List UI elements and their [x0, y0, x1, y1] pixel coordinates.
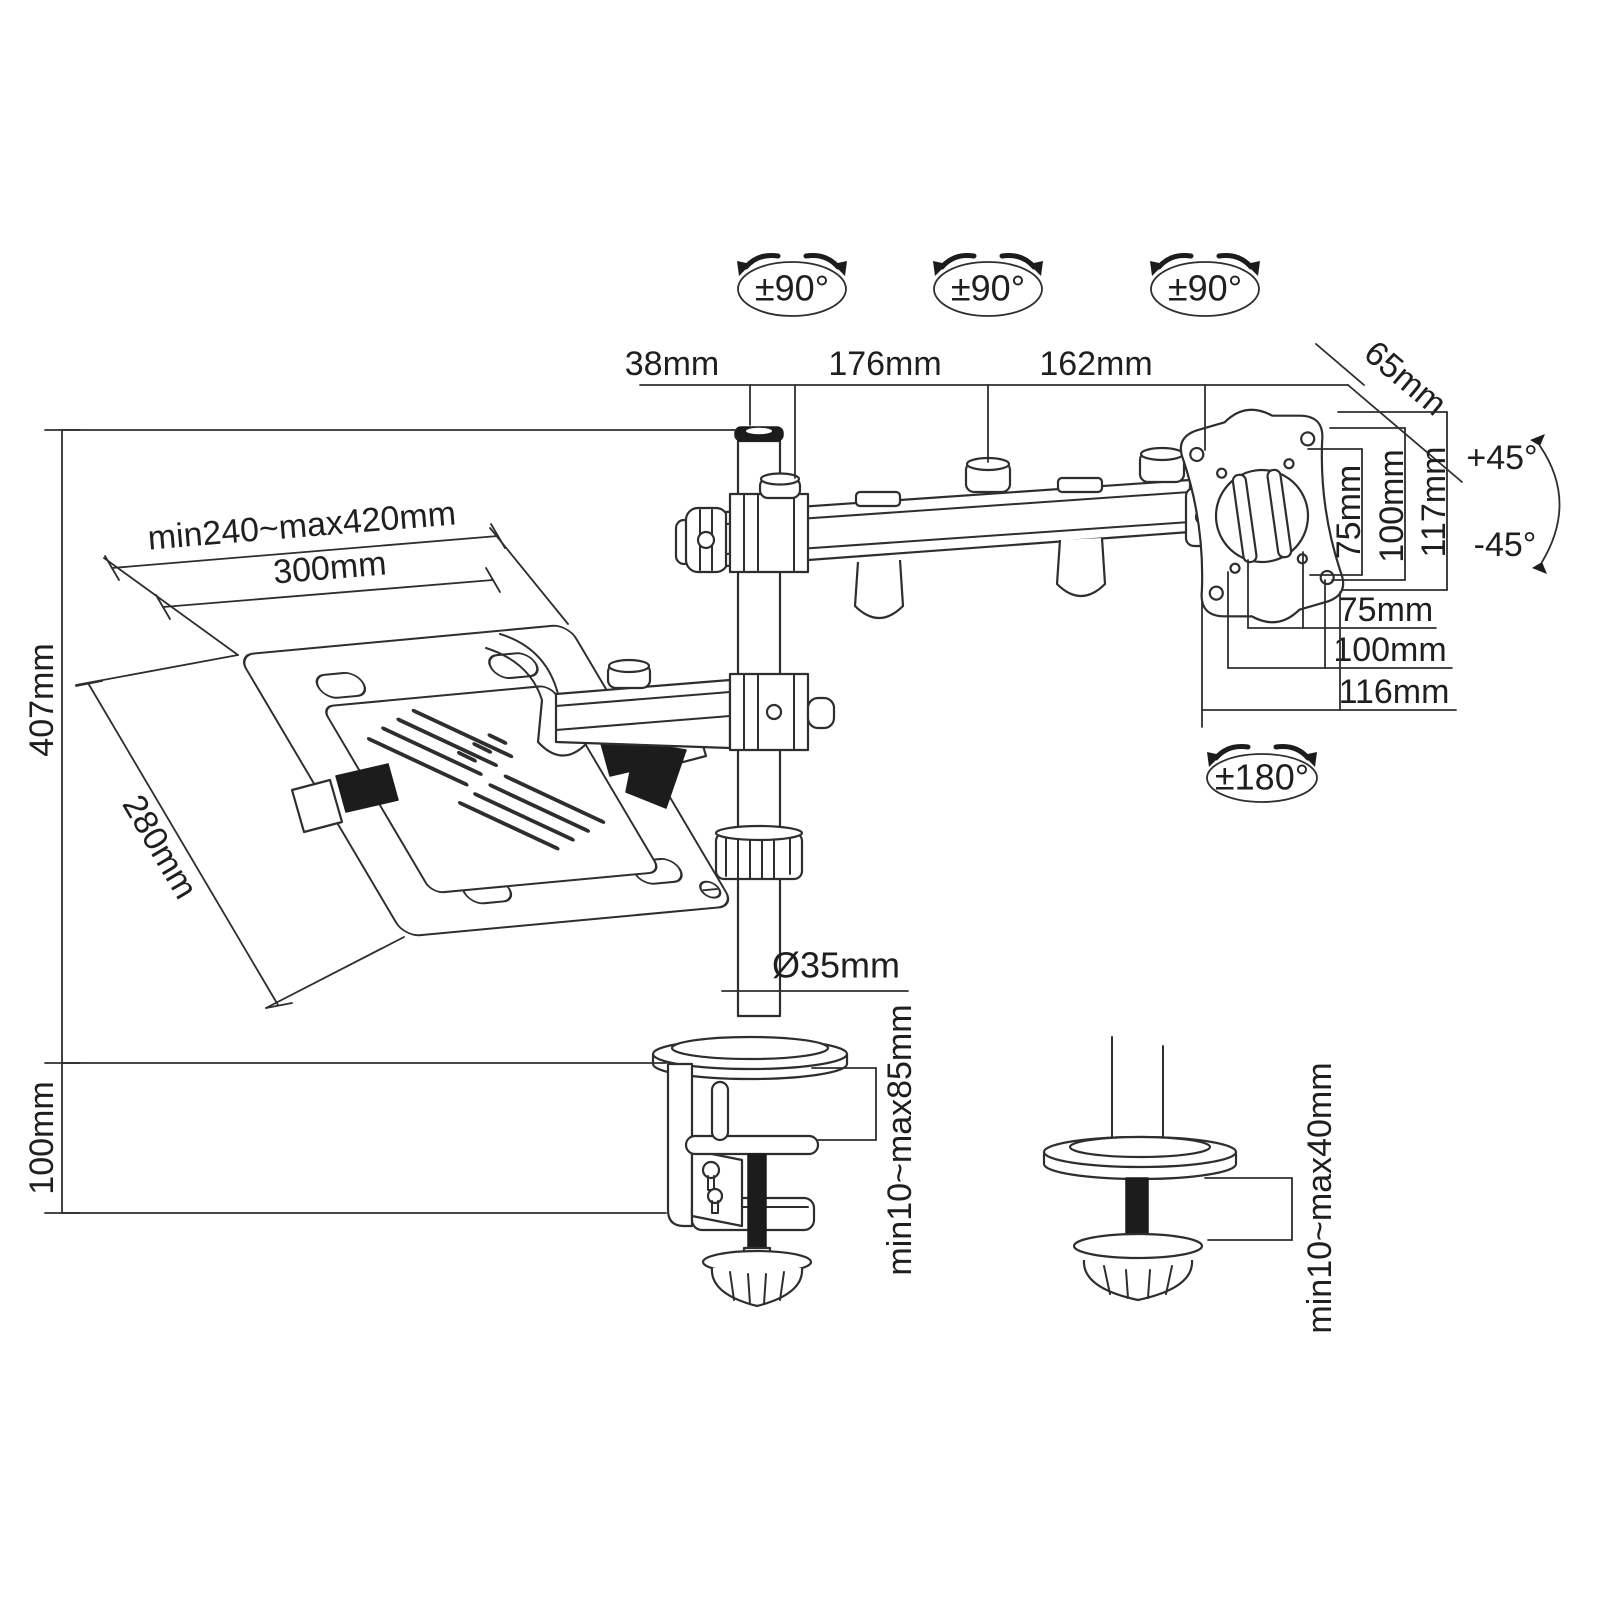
tray-slot-icon: [315, 671, 367, 699]
arm-joint-bolt: [964, 456, 1012, 494]
vesa-slot: [1231, 473, 1258, 564]
clamp-back-plate: [666, 1062, 694, 1228]
clamp-pressure-plate: [684, 1134, 820, 1156]
tray-left-clamp: [290, 763, 399, 834]
dim-vesa-75v: 75mm: [1330, 465, 1368, 559]
vesa-hole: [1208, 585, 1224, 601]
vesa-hole: [1189, 446, 1205, 463]
dim-162mm: 162mm: [1039, 345, 1152, 383]
cable-clip: [853, 490, 905, 620]
dim-300mm: 300mm: [272, 544, 388, 591]
dim-vesa-117v: 117mm: [1415, 447, 1453, 558]
base-disc: [651, 1035, 849, 1081]
grommet-threaded-rod: [1125, 1177, 1149, 1241]
dim-38mm: 38mm: [625, 345, 719, 383]
dim-176mm: 176mm: [828, 345, 941, 383]
elbow-bolt: [1138, 446, 1186, 484]
clamp-threaded-rod: [747, 1153, 767, 1255]
vesa-vertical-dimensions: 75mm 100mm 117mm: [1307, 411, 1453, 591]
grommet-thickness-dimension: min10~max40mm: [1204, 1062, 1339, 1334]
keyhole-slot: [706, 1187, 724, 1205]
dim-65mm: 65mm: [1357, 334, 1454, 424]
elbow-swivel-label: ±90°: [951, 268, 1025, 309]
vesa-swivel-label: ±90°: [1168, 268, 1242, 309]
dim-vesa-100v: 100mm: [1373, 449, 1411, 562]
clamp-hand-knob: [710, 1267, 804, 1308]
vesa-hole: [1319, 569, 1335, 586]
pole-swivel-label: ±90°: [755, 268, 829, 309]
dim-100mm: 100mm: [23, 1081, 61, 1194]
spacer-ring: [714, 824, 804, 881]
tilt-down-label: -45°: [1474, 526, 1537, 564]
dim-clamp-range: min240~max420mm: [146, 494, 457, 557]
tray-vent-slots: [366, 708, 606, 851]
clamp-keyhole-plate: [690, 1148, 744, 1228]
dim-clamp-thickness: min10~max85mm: [881, 1004, 919, 1275]
tilt-annotation: +45° -45°: [1466, 434, 1561, 574]
dim-407mm: 407mm: [23, 643, 61, 756]
vesa-slot: [1266, 468, 1293, 559]
desk-clamp: [651, 1035, 849, 1308]
tilt-up-label: +45°: [1466, 439, 1537, 477]
clamp-knob: [806, 696, 836, 730]
monitor-arm: [674, 446, 1192, 620]
clamp-guide-pin: [710, 1080, 730, 1142]
dim-vesa-100h: 100mm: [1333, 631, 1446, 669]
laptop-arm-collar: [728, 672, 836, 752]
vesa-horizontal-dimensions: 75mm 100mm 116mm: [1201, 551, 1457, 728]
grommet-knob: [1082, 1259, 1194, 1302]
top-rotation-indicators: ±90° ±90° ±90°: [737, 255, 1260, 317]
cable-clip: [1055, 476, 1107, 598]
dim-pole-diameter: Ø35mm: [772, 945, 900, 986]
tension-handle: [625, 741, 687, 809]
dim-grommet-thickness: min10~max40mm: [1301, 1062, 1339, 1333]
pole-diameter-dimension: Ø35mm: [721, 945, 909, 992]
dim-vesa-116h: 116mm: [1339, 673, 1450, 711]
monitor-arm-collar: [728, 472, 810, 574]
keyhole-slot: [701, 1160, 721, 1180]
vesa-rotation-label: ±180°: [1215, 757, 1309, 798]
vesa-hole: [1300, 431, 1316, 447]
grommet-lower-disc: [1072, 1232, 1204, 1260]
clamp-thickness-dimension: min10~max85mm: [811, 1004, 919, 1276]
pole-height-dimensions: 407mm 100mm: [23, 429, 737, 1214]
vesa-rotation-indicator: ±180°: [1207, 746, 1317, 803]
dim-vesa-75h: 75mm: [1339, 591, 1433, 629]
grommet-mount-detail: [1042, 1036, 1238, 1302]
laptop-arm: [554, 658, 732, 809]
vesa-plate: [1179, 408, 1345, 624]
